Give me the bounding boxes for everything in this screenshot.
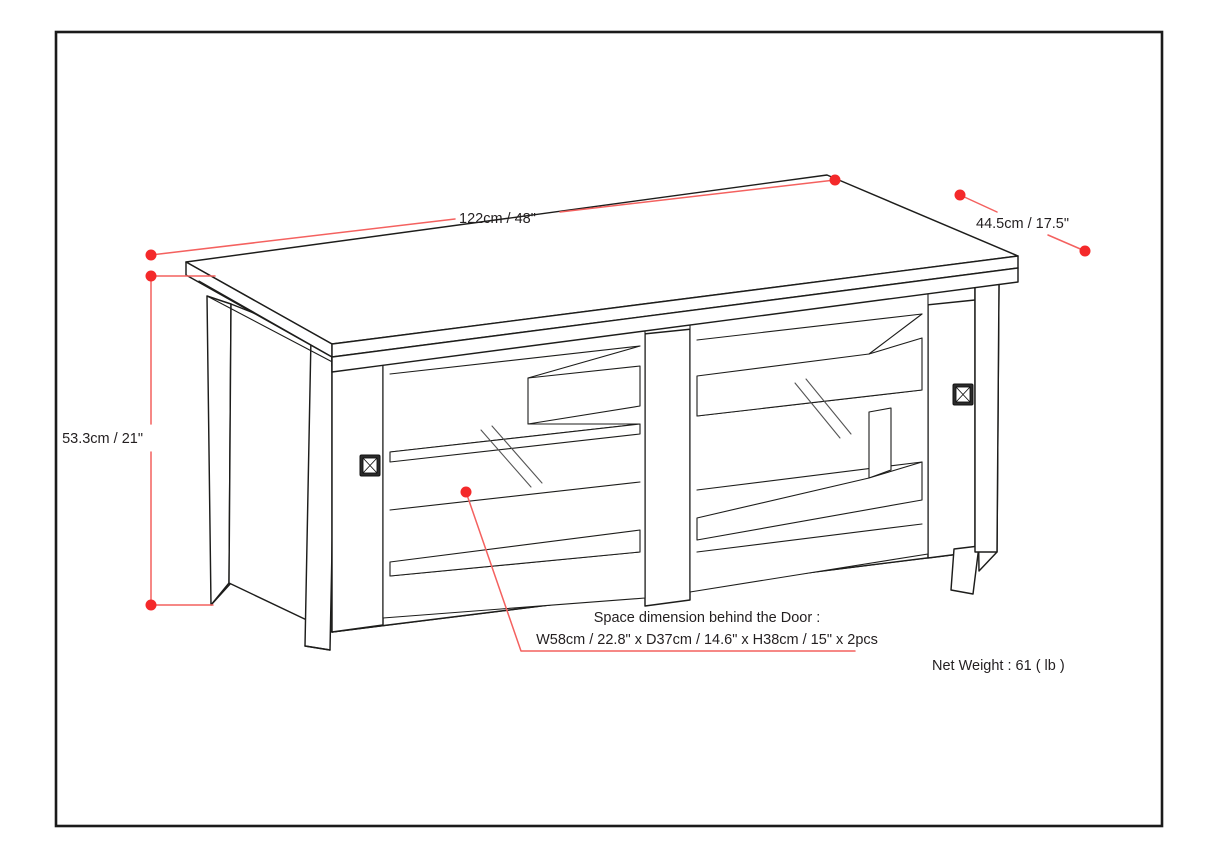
right-shelf-top — [696, 337, 923, 417]
net-weight-label: Net Weight : 61 ( lb ) — [932, 658, 1065, 674]
callout-anchor-dot — [460, 486, 472, 498]
drawing-border — [54, 30, 1164, 828]
glass-reflection-line — [805, 378, 852, 435]
glass-reflection-line — [491, 425, 543, 484]
tv-stand-illustration — [185, 174, 1019, 651]
cabinet-top-skirt — [331, 267, 1019, 373]
left-door-glass-panel — [382, 321, 646, 619]
left-interior-back-low — [389, 481, 641, 511]
right-compartment-floor — [696, 461, 923, 541]
height-dimension-label: 53.3cm / 21" — [62, 431, 143, 447]
left-door-compartment — [382, 321, 646, 619]
depth-dimension: 44.5cm / 17.5" — [954, 189, 1091, 257]
cabinet-left-stile — [331, 337, 384, 633]
width-dimension-line-left — [150, 218, 456, 256]
right-door-compartment — [689, 290, 929, 593]
width-dimension-dot-left — [145, 249, 157, 261]
table-top-left-shadow — [198, 280, 335, 359]
height-dimension-dot-top — [145, 270, 157, 282]
left-interior-back-top — [389, 345, 641, 375]
callout-leader-line — [465, 491, 856, 652]
leg-front-right — [950, 545, 980, 595]
glass-reflection-line — [480, 429, 532, 488]
callout-line-2: W58cm / 22.8" x D37cm / 14.6" x H38cm / … — [536, 632, 878, 648]
leg-back-left-foot — [210, 582, 232, 606]
right-interior-back-top — [696, 313, 923, 341]
left-shelf-top — [527, 365, 641, 425]
left-compartment-floor — [389, 529, 641, 577]
door-handle-icon-cross — [955, 386, 971, 403]
width-dimension-dot-right — [829, 174, 841, 186]
door-handle-right[interactable] — [952, 383, 974, 406]
height-dimension-dot-bottom — [145, 599, 157, 611]
left-shelf-mid-board — [389, 423, 641, 463]
depth-dimension-line-lower — [1047, 234, 1086, 252]
width-dimension-line-right — [559, 179, 836, 213]
right-shelf-back-corner — [868, 313, 923, 355]
leg-back-left — [206, 295, 232, 606]
left-shelf-back-edge — [527, 345, 641, 379]
right-interior-back-bottom — [696, 523, 923, 553]
width-dimension-label: 122cm / 48" — [459, 211, 536, 227]
right-vertical-divider — [868, 407, 892, 479]
callout-line-1: Space dimension behind the Door : — [594, 610, 821, 626]
cabinet-right-side-panel — [974, 276, 1000, 553]
cabinet-right-stile — [927, 276, 976, 559]
height-dimension: 53.3cm / 21" — [62, 270, 216, 611]
glass-reflection-line — [794, 382, 841, 439]
depth-dimension-dot-lower — [1079, 245, 1091, 257]
door-handle-icon-cross — [362, 457, 378, 474]
leg-front-left-foot — [304, 645, 331, 651]
depth-dimension-line-upper — [959, 194, 998, 213]
width-dimension: 122cm / 48" — [145, 174, 841, 261]
door-handle-left[interactable] — [359, 454, 381, 477]
table-top-left-shadow2 — [206, 295, 341, 367]
cabinet-center-stile — [644, 306, 691, 607]
depth-dimension-label: 44.5cm / 17.5" — [976, 216, 1069, 232]
depth-dimension-dot-upper — [954, 189, 966, 201]
space-behind-door-callout: Space dimension behind the Door : W58cm … — [460, 486, 878, 652]
